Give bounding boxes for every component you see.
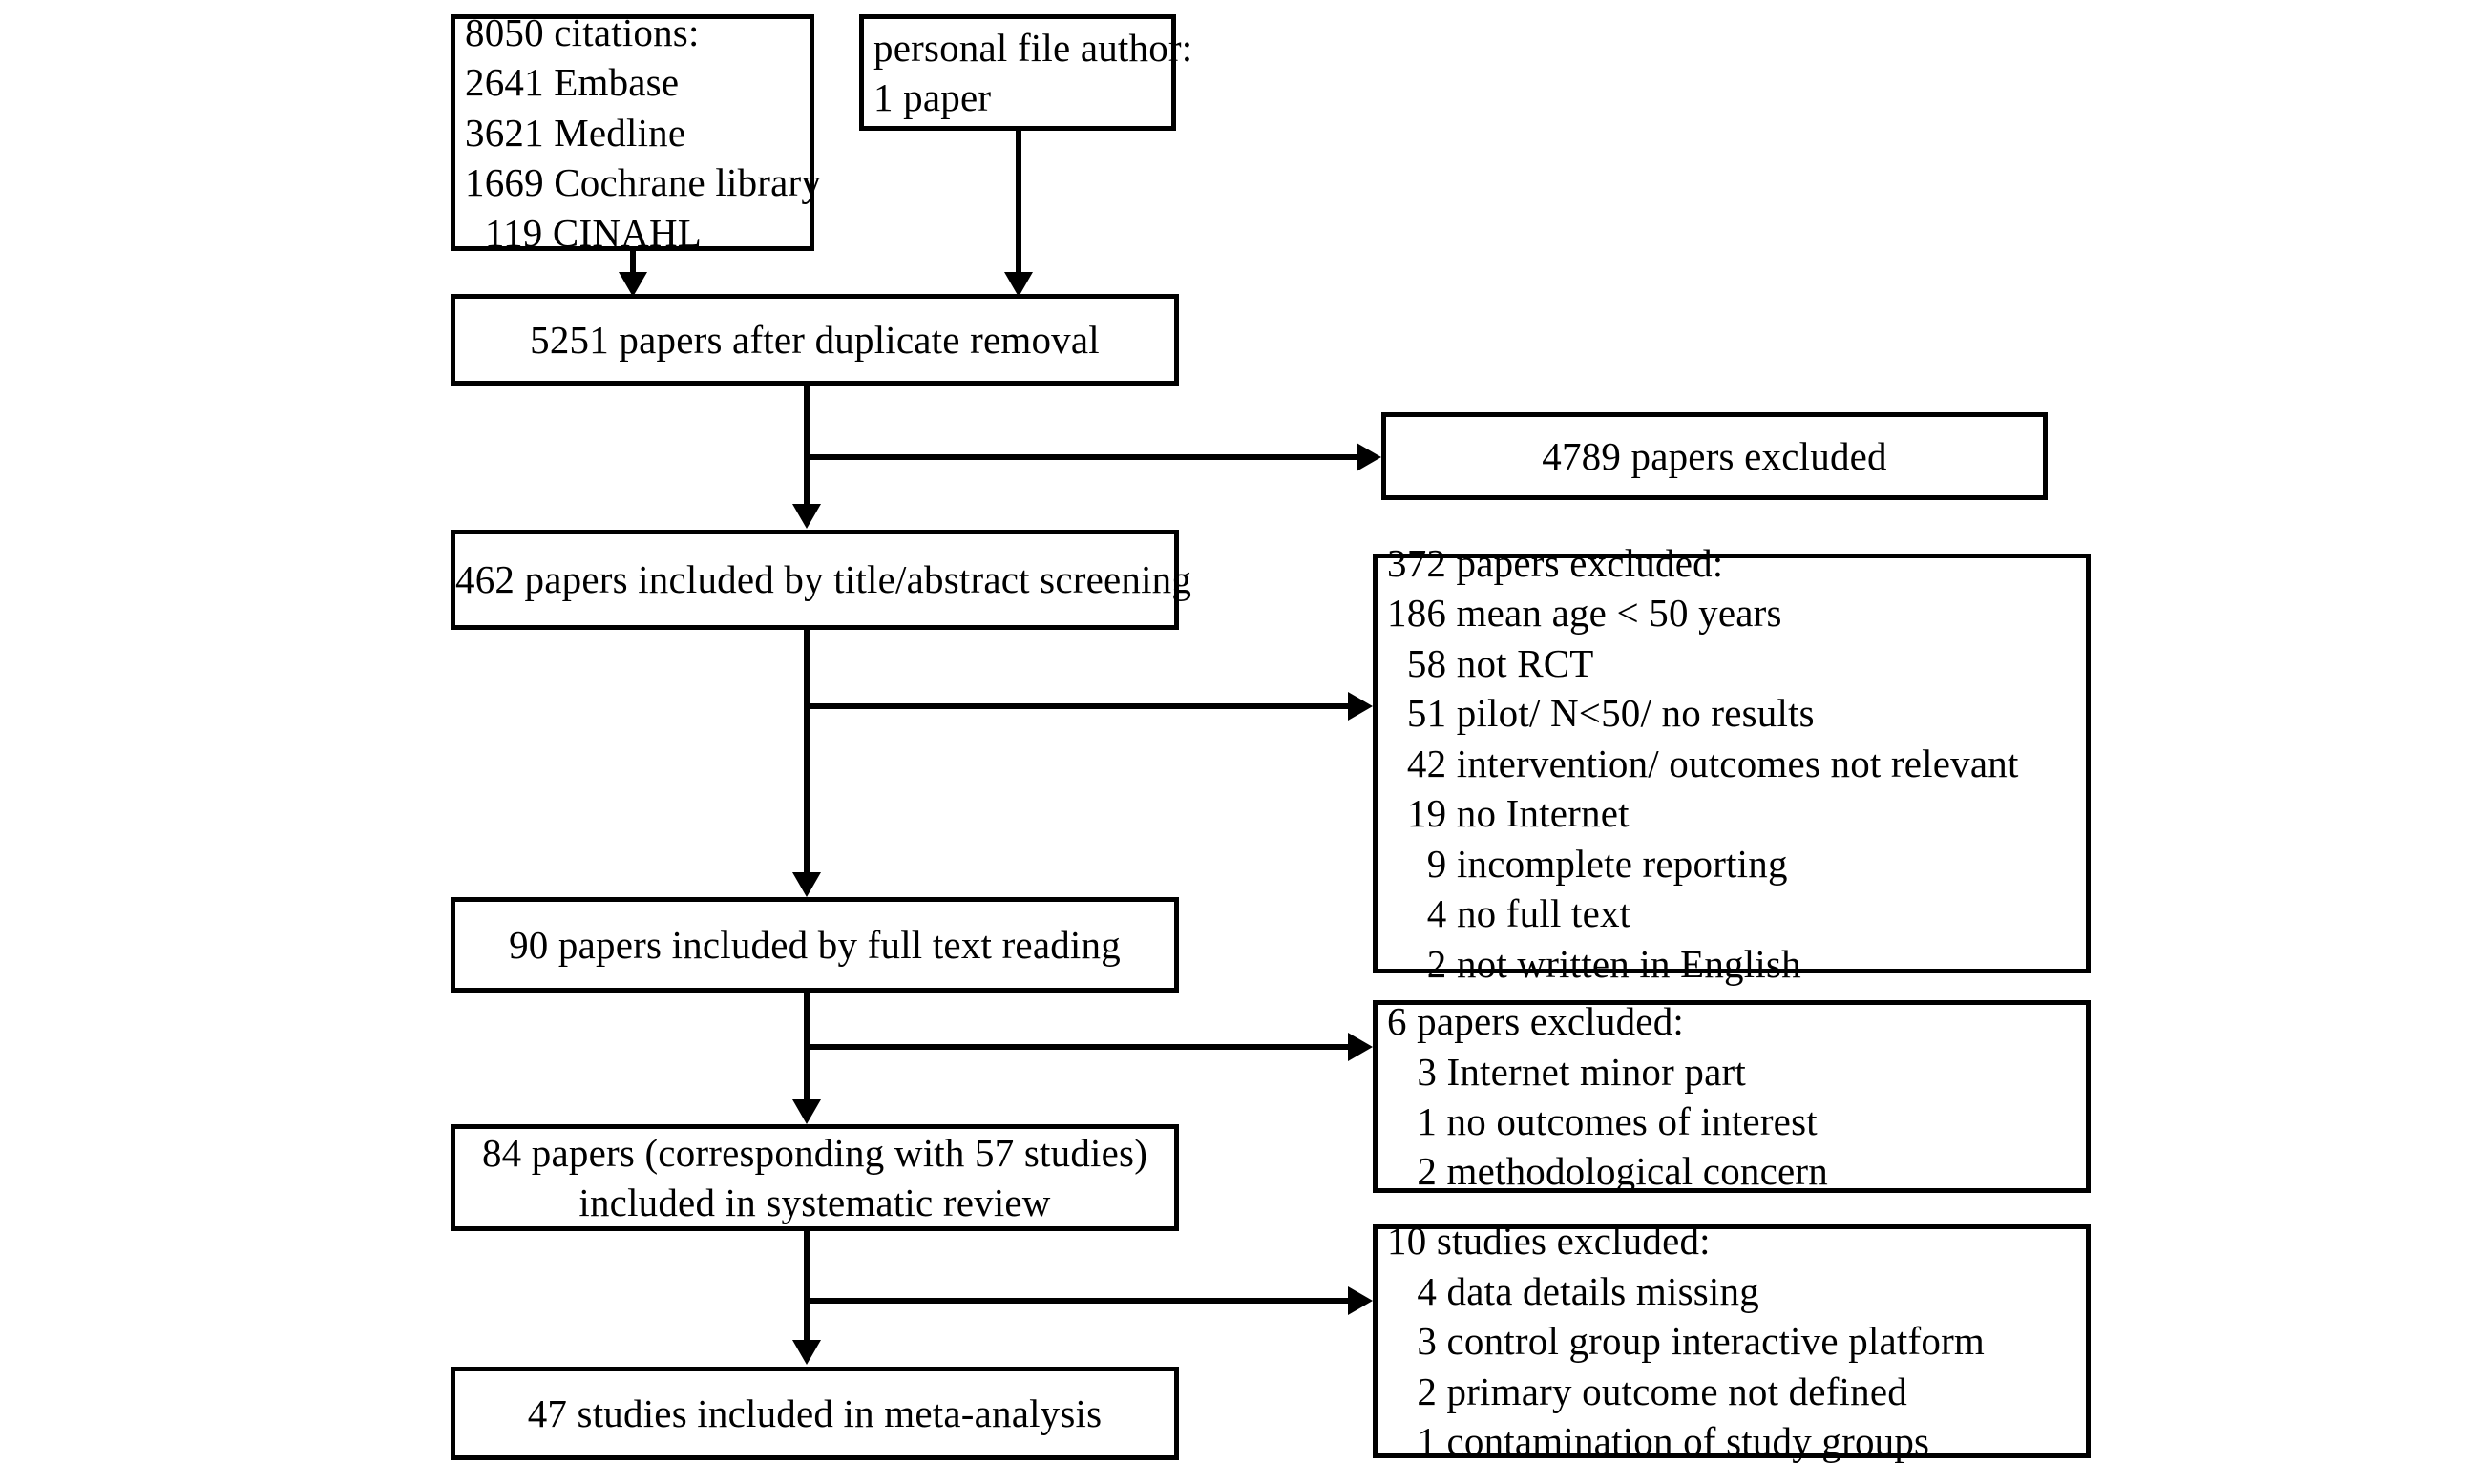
arrow-review-to-meta (792, 1340, 821, 1365)
arrow-citations-down (619, 272, 647, 297)
excluded-6-line-0: 6 papers excluded: (1387, 999, 1684, 1044)
excluded-10-line-1: 4 data details missing (1387, 1268, 1759, 1313)
excluded-10-line-3: 2 primary outcome not defined (1387, 1369, 1907, 1413)
excluded-372-line-4: 42 intervention/ outcomes not relevant (1387, 741, 2019, 785)
arrow-personal-file-down (1004, 272, 1033, 297)
connector-review-to-meta (804, 1231, 810, 1344)
citations-box: 8050 citations: 2641 Embase 3621 Medline… (451, 10, 821, 255)
citations-line-3: 1669 Cochrane library (465, 160, 822, 205)
arrow-screening-to-excluded-372 (1348, 692, 1373, 721)
arrow-screening-to-fulltext (792, 872, 821, 897)
citations-line-2: 3621 Medline (465, 110, 686, 155)
excluded-372-line-8: 2 not written in English (1387, 941, 1801, 986)
title-abstract-screening-line-0: 462 papers included by title/abstract sc… (455, 557, 1192, 602)
arrow-dup-to-screening (792, 504, 821, 529)
excluded-10-line-0: 10 studies excluded: (1387, 1219, 1711, 1264)
arrow-dup-to-excluded-4789 (1357, 443, 1381, 471)
title-abstract-screening-box: 462 papers included by title/abstract sc… (451, 530, 1192, 630)
connector-review-to-excluded-10 (804, 1298, 1349, 1304)
excluded-372-line-2: 58 not RCT (1387, 640, 1594, 685)
personal-file-line-0: personal file author: (873, 25, 1193, 70)
full-text-reading-box: 90 papers included by full text reading (451, 897, 1179, 993)
excluded-372-line-0: 372 papers excluded: (1387, 540, 1724, 585)
citations-line-4: 119 CINAHL (465, 210, 702, 255)
connector-dup-to-screening (804, 386, 810, 508)
after-duplicate-removal-box: 5251 papers after duplicate removal (451, 294, 1179, 386)
excluded-6-box: 6 papers excluded: 3 Internet minor part… (1373, 999, 2091, 1194)
excluded-4789-box: 4789 papers excluded (1381, 412, 2048, 500)
connector-citations-down (630, 251, 636, 277)
connector-personal-file-down (1016, 131, 1021, 277)
arrow-fulltext-to-excluded-6 (1348, 1033, 1373, 1061)
systematic-review-line-0: 84 papers (corresponding with 57 studies… (481, 1130, 1148, 1175)
full-text-reading-line-0: 90 papers included by full text reading (509, 922, 1121, 967)
personal-file-box: personal file author: 1 paper (859, 14, 1192, 131)
excluded-6-line-2: 1 no outcomes of interest (1387, 1099, 1818, 1143)
connector-dup-to-excluded-4789 (804, 454, 1357, 460)
connector-fulltext-to-excluded-6 (804, 1044, 1349, 1050)
meta-analysis-box: 47 studies included in meta-analysis (451, 1367, 1179, 1460)
arrow-fulltext-to-review (792, 1099, 821, 1124)
excluded-372-line-3: 51 pilot/ N<50/ no results (1387, 691, 1815, 736)
personal-file-line-1: 1 paper (873, 75, 992, 119)
excluded-6-line-1: 3 Internet minor part (1387, 1049, 1746, 1094)
after-duplicate-removal-line-0: 5251 papers after duplicate removal (530, 317, 1100, 362)
arrow-review-to-excluded-10 (1348, 1286, 1373, 1315)
excluded-372-box: 372 papers excluded: 186 mean age < 50 y… (1373, 541, 2091, 986)
excluded-10-line-2: 3 control group interactive platform (1387, 1319, 1986, 1364)
systematic-review-line-1: included in systematic review (578, 1181, 1051, 1224)
excluded-10-box: 10 studies excluded: 4 data details miss… (1373, 1219, 2091, 1463)
systematic-review-box: 84 papers (corresponding with 57 studies… (451, 1124, 1179, 1231)
excluded-10-line-4: 1 contamination of study groups (1387, 1419, 1930, 1464)
excluded-372-line-7: 4 no full text (1387, 891, 1631, 936)
excluded-372-line-5: 19 no Internet (1387, 791, 1630, 836)
connector-screening-to-fulltext (804, 630, 810, 876)
excluded-4789-line-0: 4789 papers excluded (1542, 433, 1887, 478)
excluded-6-line-3: 2 methodological concern (1387, 1149, 1828, 1194)
meta-analysis-line-0: 47 studies included in meta-analysis (527, 1390, 1103, 1435)
citations-line-1: 2641 Embase (465, 60, 680, 105)
connector-screening-to-excluded-372 (804, 703, 1349, 709)
citations-line-0: 8050 citations: (465, 10, 700, 54)
excluded-372-line-1: 186 mean age < 50 years (1387, 591, 1782, 636)
excluded-372-line-6: 9 incomplete reporting (1387, 841, 1788, 886)
